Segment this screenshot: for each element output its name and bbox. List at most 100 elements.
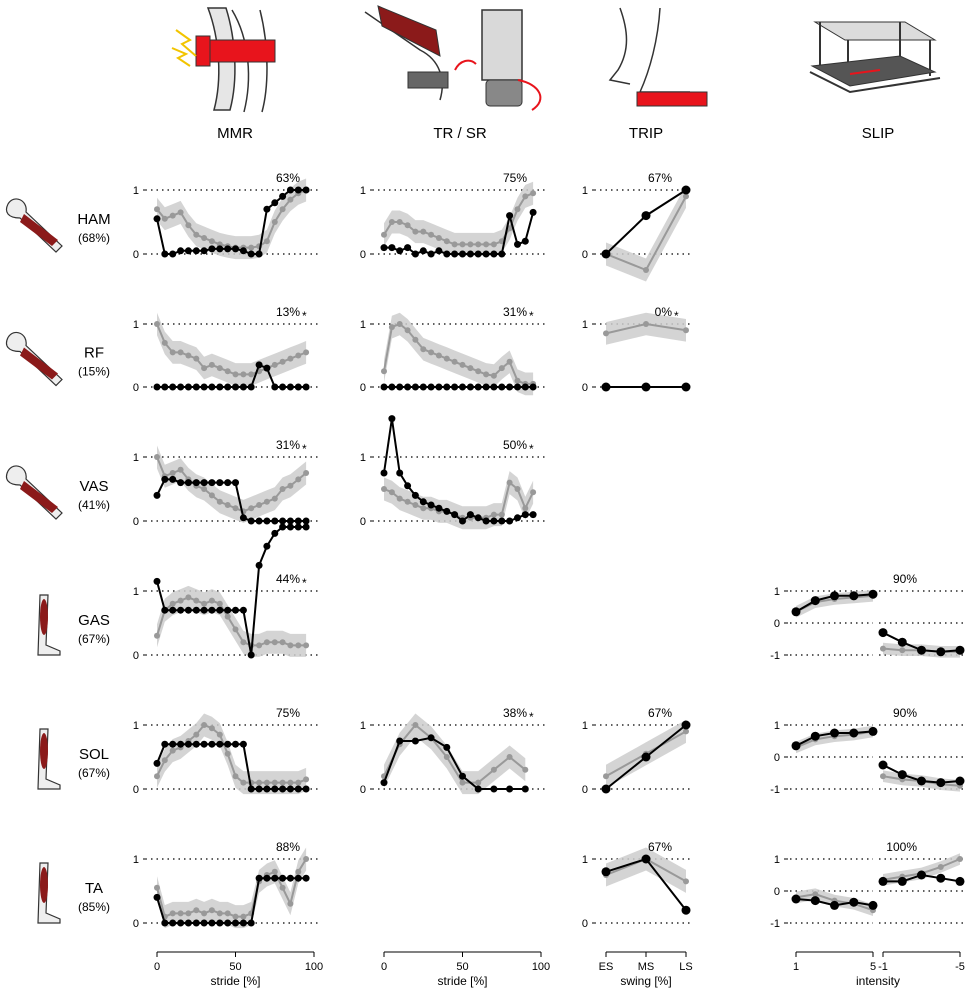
gray-point [490,511,497,518]
gray-point [522,193,529,200]
gray-point [216,910,223,917]
black-point [271,517,279,525]
gray-point [271,219,278,225]
gray-point [287,900,294,907]
gray-point [396,219,403,225]
chart-panels: 1063%1075%1067%1013%*1031%*100%*1031%*10… [133,171,966,930]
black-point [435,504,443,512]
black-point [897,770,907,780]
black-point [200,479,208,487]
black-point [224,383,232,391]
gray-point [208,492,215,499]
black-point [878,628,888,638]
gray-point [483,371,490,378]
black-point [255,874,263,882]
black-point [224,919,232,927]
black-point [200,606,208,614]
gray-point [154,632,160,639]
black-point [396,737,404,745]
y-tick-label: 0 [360,249,366,261]
variability-band [384,713,526,795]
gray-point [201,722,208,728]
y-tick-label: 1 [133,452,139,464]
black-point [232,383,239,391]
black-point [404,482,412,490]
gray-point [256,502,263,508]
panel-slip-sol-1: 10-190% [770,706,917,796]
black-point [427,250,435,258]
gray-point [404,327,411,334]
gray-point [483,241,490,248]
black-point [917,776,926,786]
black-point [427,501,435,509]
gray-point [475,368,482,375]
black-point [255,561,263,569]
percent-label: 75% [276,706,300,720]
gray-point [295,642,302,649]
black-point [239,740,247,748]
variability-band [606,847,686,893]
gray-point [201,486,208,492]
gray-point [603,330,609,337]
black-point [681,905,691,915]
black-point [955,776,965,786]
percent-label: 38% [503,706,527,720]
gray-point [248,505,255,512]
black-point [184,606,192,614]
black-point [279,523,287,531]
black-point [177,247,185,255]
illustrations [171,5,941,113]
black-point [506,517,514,525]
y-tick-label: 0 [360,382,366,394]
black-point [388,415,396,423]
gray-point [937,864,944,870]
x-tick-label: ES [599,961,614,973]
black-point [263,205,271,213]
gray-point [232,371,239,378]
black-point [271,529,279,537]
black-point [255,785,263,793]
black-point [263,785,271,793]
black-point [169,919,177,927]
muscle-percent: (67%) [78,766,110,780]
gray-point [232,505,239,512]
percent-label: 50% [503,438,527,452]
black-point [302,517,310,525]
gray-point [263,639,270,646]
percent-label: 67% [648,706,672,720]
y-tick-label: 1 [582,185,588,197]
gray-point [263,498,270,505]
black-point [498,383,506,391]
black-point [521,383,529,391]
panel-slip-sol-2 [878,724,966,792]
gray-point [603,773,609,780]
black-point [232,919,239,927]
y-tick-label: 1 [774,586,780,598]
black-point [255,361,263,369]
gray-point [443,238,450,245]
percent-label: 90% [893,572,917,586]
black-point [936,873,946,883]
gray-point [240,779,247,786]
gray-point [201,365,208,372]
gray-point [420,505,427,512]
gray-point [303,349,310,356]
black-point [380,779,388,787]
black-point [177,383,185,391]
row-labels: HAM(68%)RF(15%)VAS(41%)GAS(67%)SOL(67%)T… [77,211,110,914]
black-point [302,383,310,391]
black-point [200,740,208,748]
significance-star: * [529,309,534,323]
black-point [208,383,216,391]
percent-label: 88% [276,840,300,854]
black-point [474,250,482,258]
gray-point [412,336,419,343]
black-point [380,383,388,391]
black-point [192,740,200,748]
black-point [459,250,466,258]
black-point [451,250,459,258]
black-point [411,737,419,745]
